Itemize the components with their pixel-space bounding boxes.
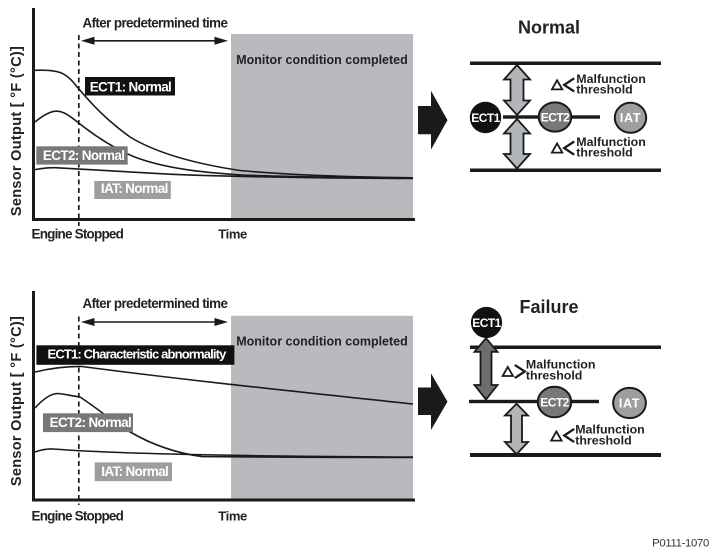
svg-text:threshold: threshold bbox=[576, 145, 632, 159]
svg-text:ECT1: Normal: ECT1: Normal bbox=[90, 80, 171, 95]
svg-text:Failure: Failure bbox=[519, 297, 578, 317]
svg-text:IAT: Normal: IAT: Normal bbox=[101, 464, 168, 479]
svg-text:Sensor Output [ °F (°C)]: Sensor Output [ °F (°C)] bbox=[9, 316, 25, 486]
svg-text:Normal: Normal bbox=[518, 18, 580, 38]
svg-text:Sensor Output [ °F (°C)]: Sensor Output [ °F (°C)] bbox=[9, 46, 25, 216]
svg-text:Malfunction: Malfunction bbox=[576, 72, 646, 86]
svg-text:Time: Time bbox=[218, 227, 247, 242]
svg-text:ECT1: ECT1 bbox=[472, 316, 501, 330]
svg-text:Malfunction: Malfunction bbox=[526, 357, 596, 371]
svg-text:threshold: threshold bbox=[526, 368, 582, 382]
svg-text:IAT: Normal: IAT: Normal bbox=[101, 181, 168, 196]
svg-text:Engine Stopped: Engine Stopped bbox=[32, 508, 124, 523]
svg-text:ECT2: ECT2 bbox=[540, 395, 569, 409]
svg-text:Malfunction: Malfunction bbox=[575, 422, 645, 436]
svg-text:P0111-1070: P0111-1070 bbox=[652, 537, 709, 549]
svg-text:Monitor condition completed: Monitor condition completed bbox=[236, 53, 408, 67]
svg-text:After predetermined time: After predetermined time bbox=[83, 15, 228, 30]
svg-text:IAT: IAT bbox=[620, 111, 641, 125]
svg-text:Engine Stopped: Engine Stopped bbox=[32, 227, 124, 242]
svg-text:threshold: threshold bbox=[575, 434, 631, 448]
svg-text:Time: Time bbox=[218, 508, 247, 523]
svg-text:threshold: threshold bbox=[576, 82, 632, 96]
svg-text:ECT1: ECT1 bbox=[471, 111, 500, 125]
svg-text:ECT1: Characteristic abnormali: ECT1: Characteristic abnormality bbox=[48, 346, 228, 361]
svg-text:ECT2: Normal: ECT2: Normal bbox=[50, 415, 131, 430]
svg-text:ECT2: Normal: ECT2: Normal bbox=[43, 148, 124, 163]
svg-text:IAT: IAT bbox=[619, 396, 640, 410]
svg-text:Monitor condition completed: Monitor condition completed bbox=[236, 335, 408, 349]
svg-text:Malfunction: Malfunction bbox=[576, 135, 646, 149]
svg-text:ECT2: ECT2 bbox=[541, 110, 570, 124]
svg-text:After predetermined time: After predetermined time bbox=[83, 296, 228, 311]
